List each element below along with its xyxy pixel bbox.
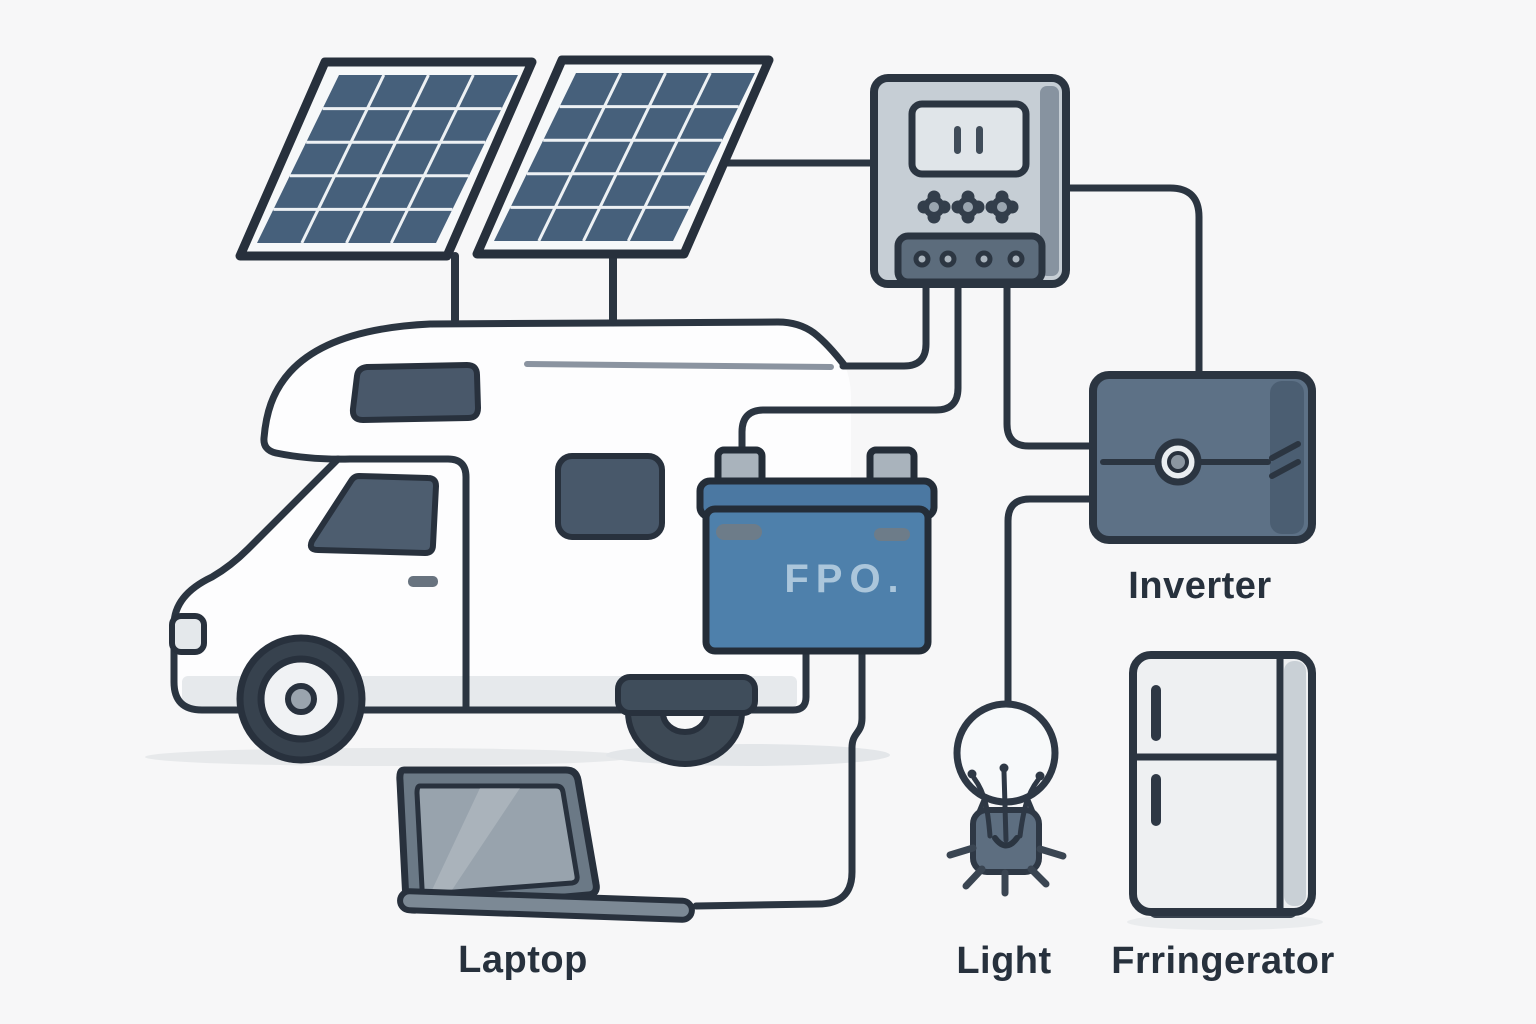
controller-terminal-strip	[894, 232, 1046, 286]
door-handle	[408, 576, 438, 587]
van-body	[174, 322, 851, 710]
van-outline-front	[170, 455, 810, 714]
wire-controller-to-inverter	[1003, 278, 1099, 450]
front-wheel	[236, 634, 366, 764]
inverter-label: Inverter	[1128, 565, 1272, 607]
wire-controller-to-inverter-top	[1058, 184, 1203, 381]
van-outline-top	[260, 318, 849, 712]
headlight	[169, 613, 207, 655]
wire-controller-to-battery	[738, 278, 962, 460]
solar-panel-icon-right	[472, 55, 774, 259]
windshield	[307, 473, 439, 556]
side-window	[555, 453, 665, 540]
wire-battery-to-laptop	[692, 646, 866, 910]
light-label: Light	[956, 940, 1052, 982]
van-roof-accent	[524, 361, 834, 370]
inverter-icon	[1089, 371, 1316, 544]
controller-screen	[908, 100, 1030, 178]
wires	[692, 159, 1203, 910]
laptop-icon	[396, 766, 695, 923]
rear-wheel	[615, 674, 758, 767]
solar-panel-legs	[451, 250, 617, 324]
campervan-icon	[169, 318, 851, 767]
cabover-window	[349, 362, 481, 423]
charge-controller-icon	[870, 74, 1070, 288]
wire-controller-to-roof	[839, 278, 930, 370]
battery-label: FPO.	[784, 557, 906, 601]
refrigerator-icon	[1129, 651, 1316, 918]
battery-icon	[696, 446, 938, 655]
solar-panel-icon-left	[235, 57, 537, 261]
refrigerator-label: Frringerator	[1111, 940, 1335, 982]
light-bulb-icon	[946, 700, 1067, 897]
light-rays	[946, 844, 1067, 897]
wire-inverter-to-light	[1004, 495, 1099, 708]
laptop-label: Laptop	[458, 939, 588, 981]
controller-knobs	[917, 190, 1019, 224]
